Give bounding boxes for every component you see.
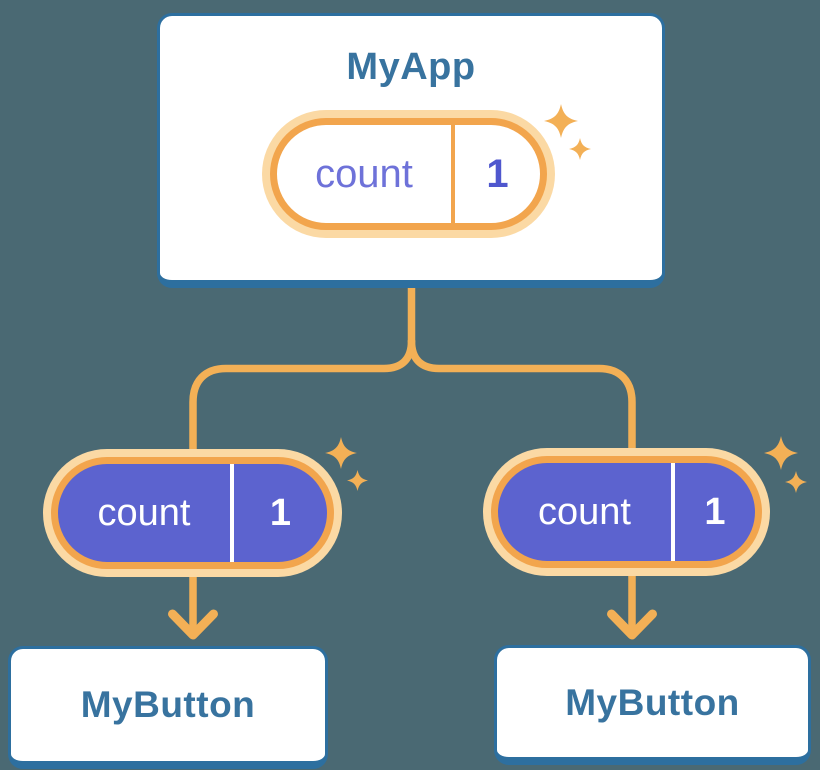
sparkle-icon (325, 437, 357, 469)
right-state-pill: count 1 (491, 456, 762, 568)
sparkle-icon (785, 471, 807, 493)
component-title: MyApp (346, 46, 476, 88)
state-name-label: count (538, 490, 631, 533)
sparkle-icon (764, 436, 798, 470)
mybutton-card-left: MyButton (8, 646, 328, 769)
left-arrow-down-icon (168, 609, 218, 640)
left-branch-line (189, 337, 416, 632)
left-state-pill: count 1 (51, 457, 334, 569)
state-value: 1 (486, 151, 509, 196)
state-name-label: count (315, 151, 413, 196)
sparkle-icon (569, 138, 591, 160)
root-state-pill: count 1 (270, 118, 547, 230)
sparkle-icon (347, 470, 368, 491)
component-title: MyButton (565, 681, 740, 723)
right-branch-line (407, 337, 636, 632)
myapp-card: MyApp count 1 (157, 13, 665, 288)
sparkle-icon (544, 104, 578, 138)
state-name-label: count (97, 491, 191, 534)
pill-divider (451, 125, 455, 223)
state-value: 1 (704, 490, 726, 533)
pill-divider (230, 464, 234, 562)
right-arrow-down-icon (607, 609, 657, 640)
state-value: 1 (269, 491, 292, 534)
mybutton-card-right: MyButton (494, 645, 811, 765)
pill-divider (671, 463, 675, 561)
component-title: MyButton (80, 684, 256, 725)
